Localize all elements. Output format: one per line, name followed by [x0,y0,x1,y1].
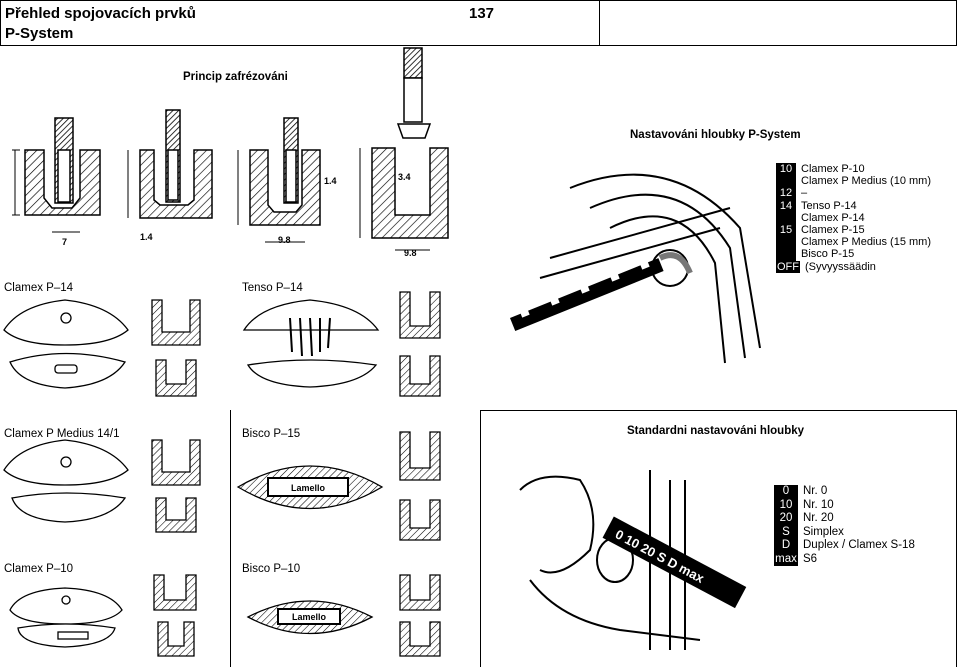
page-subtitle: P-System [5,25,74,42]
legend-value: Tenso P-14 [801,199,857,212]
legend-key-spacer [776,175,796,188]
legend-key: 10 [776,163,796,176]
dim-label: 1.4 [324,176,337,186]
legend-key: max [774,552,798,566]
dim-label: 1.4 [140,232,153,242]
column-divider [230,410,231,667]
standard-setting-panel [480,410,957,667]
legend-value: – [801,187,808,200]
standard-legend: 0 Nr. 0 10 Nr. 10 20 Nr. 20 S Simplex D Duple… [774,485,915,566]
lamello-logo-text: Lamello [292,612,327,622]
dim-label: 7 [62,237,67,247]
legend-key: 14 [776,199,796,212]
standard-setting-title: Standardni nastavováni hloubky [627,425,805,437]
legend-key: 12 [776,187,796,200]
label-bisco-p10: Bisco P–10 [242,563,301,575]
legend-value: Nr. 0 [803,485,828,497]
label-clamex-medius: Clamex P Medius 14/1 [4,428,120,440]
legend-value: Clamex P-14 [801,211,865,224]
depth-setting-title: Nastavováni hloubky P-System [630,129,801,141]
label-tenso-p14: Tenso P–14 [242,282,303,294]
legend-key-spacer [776,211,796,225]
legend-value: Clamex P-15 [801,224,865,237]
legend-value: Duplex / Clamex S-18 [803,539,915,551]
standard-setting-illustration: 0 10 20 S D max [519,470,747,650]
legend-value: S6 [803,552,818,565]
legend-value: Bisco P-15 [801,248,855,261]
legend-value: Nr. 20 [803,512,834,524]
legend-key: 10 [774,498,798,512]
label-clamex-p14: Clamex P–14 [4,282,74,294]
dim-label: 3.4 [398,172,411,182]
legend-key: S [774,525,798,539]
legend-key: 0 [774,485,798,499]
page-title: Přehled spojovacích prvků [5,5,196,22]
legend-key: OFF [776,260,800,273]
principle-title: Princip zafrézováni [183,71,288,83]
depth-setting-illustration [509,173,761,364]
legend-value: Nr. 10 [803,498,834,511]
legend-key-spacer [776,236,796,249]
legend-value: Clamex P-10 [801,163,865,175]
product-drawings: Lamello Lamello [3,291,441,657]
lamello-logo-text: Lamello [291,483,326,493]
label-bisco-p15: Bisco P–15 [242,428,301,440]
dim-label: 9.8 [278,235,291,245]
legend-key: D [774,539,798,553]
legend-value: Clamex P Medius (10 mm) [801,175,931,188]
principle-diagram: 7 1.4 9.8 9.8 1.4 3.4 [12,47,449,258]
page-number: 137 [469,5,495,22]
legend-key: 15 [776,224,796,237]
legend-key: 20 [774,512,798,526]
legend-value: Clamex P Medius (15 mm) [801,236,931,249]
page-header: Přehled spojovacích prvků P-System 137 [0,0,957,46]
label-clamex-p10: Clamex P–10 [4,563,74,575]
legend-value: (Syvyyssäädin [805,260,876,273]
header-divider [599,1,600,45]
dim-label: 9.8 [404,248,417,258]
legend-value: Simplex [803,525,844,538]
legend-key-spacer [776,248,796,261]
depth-legend: 10 Clamex P-10 Clamex P Medius (10 mm) 12… [776,163,931,273]
